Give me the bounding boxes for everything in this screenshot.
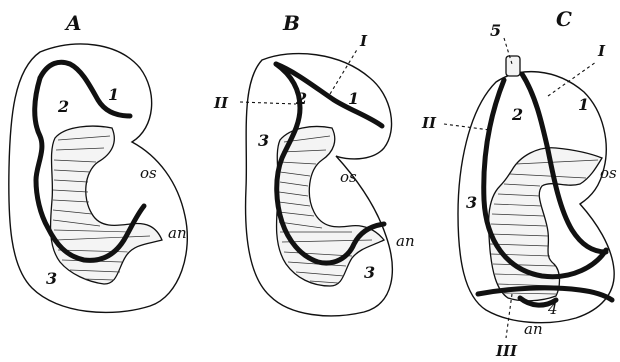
panel-c-leader-III — [506, 294, 512, 338]
panel-c-region-4: 4 — [547, 300, 558, 318]
panel-c-roman-III: III — [495, 342, 518, 360]
panel-c-leader-II — [444, 124, 490, 130]
panel-b-leader-I — [330, 48, 358, 94]
panel-b-region-2: 2 — [295, 89, 307, 108]
panel-b-letter: B — [282, 11, 300, 35]
panel-c: C 1 2 3 4 os an 5 I II III — [421, 7, 617, 360]
panel-b-an-label: an — [396, 232, 415, 250]
panel-b-leader-II — [240, 102, 296, 104]
panel-c-region-5: 5 — [490, 21, 501, 40]
panel-a-os-label: os — [140, 164, 157, 182]
panel-a-an-label: an — [168, 224, 187, 242]
panel-a-region-2: 2 — [57, 97, 69, 116]
panel-c-os-label: os — [600, 164, 617, 182]
panel-a-region-3: 3 — [46, 269, 57, 288]
panel-c-roman-I: I — [597, 42, 606, 60]
panel-b-region-3-lower: 3 — [364, 263, 375, 282]
panel-b-roman-II: II — [213, 94, 229, 112]
panel-c-region-2: 2 — [511, 105, 523, 124]
panel-c-region-3: 3 — [466, 193, 477, 212]
panel-b-region-3: 3 — [258, 131, 269, 150]
panel-c-letter: C — [556, 7, 572, 31]
panel-c-an-label: an — [524, 320, 543, 338]
panel-c-roman-II: II — [421, 114, 437, 132]
panel-b-boundary-I — [276, 64, 382, 126]
panel-c-stalk — [506, 56, 520, 76]
panel-b-roman-I: I — [359, 32, 368, 50]
panel-a-letter: A — [64, 11, 82, 35]
panel-b-region-1: 1 — [348, 89, 359, 108]
panel-b: B 1 2 3 3 os an I II — [213, 11, 415, 316]
panel-c-region-1: 1 — [578, 95, 589, 114]
panel-a: A 1 2 3 os an — [9, 11, 188, 312]
panel-c-leader-I — [548, 62, 596, 96]
panel-a-region-1: 1 — [108, 85, 119, 104]
panel-b-os-label: os — [340, 168, 357, 186]
